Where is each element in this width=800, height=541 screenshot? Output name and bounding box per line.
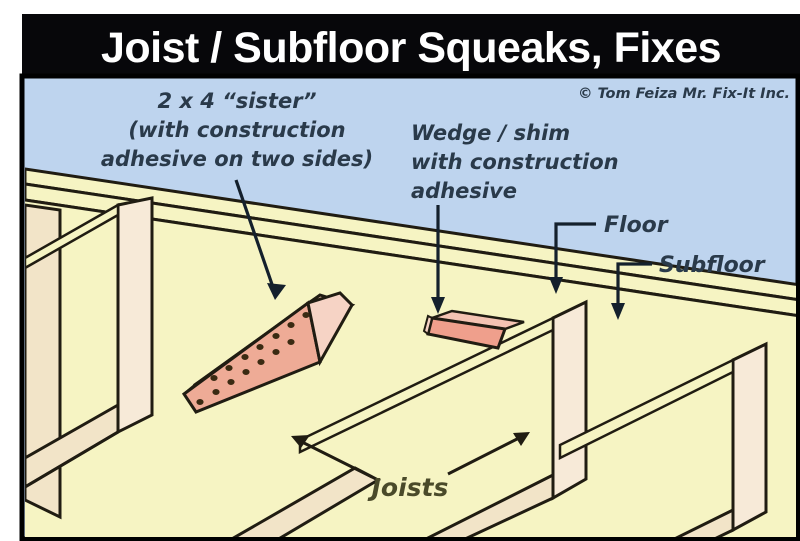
joists-leader-left [291, 435, 373, 479]
floor-layer [25, 167, 796, 301]
wedge-annotation-line-1: Wedge / shim [411, 121, 570, 145]
wedge-annotation-line-3: adhesive [411, 179, 517, 203]
subfloor-underside [25, 200, 796, 537]
subfloor-leader-line [611, 262, 652, 320]
wedge-annotation-line-2: with construction [411, 150, 619, 174]
floor-label: Floor [604, 213, 669, 238]
floor-leader-line [549, 222, 596, 294]
joist-lower-runs [25, 430, 382, 537]
sister-leader-line [234, 179, 286, 300]
subfloor-underside-edge [25, 198, 796, 317]
wedge-leader-line [431, 205, 445, 314]
joist-3 [298, 299, 588, 537]
illustration-frame [19, 73, 800, 541]
joists-label: Joists [367, 473, 449, 502]
sister-annotation-line-1: 2 x 4 “sister” [158, 89, 317, 113]
joist-4 [558, 341, 768, 537]
wedge-shim [422, 309, 525, 350]
joist-2 [25, 196, 154, 489]
sister-annotation-line-3: adhesive on two sides) [101, 147, 373, 171]
header-bar [22, 14, 800, 76]
copyright-text: © Tom Feiza Mr. Fix-It Inc. [578, 86, 790, 102]
wedge-annotation: Wedge / shim with construction adhesive [411, 121, 619, 203]
sister-annotation: 2 x 4 “sister” (with construction adhesi… [101, 89, 373, 171]
subfloor-layer [25, 182, 796, 317]
subfloor-label: Subfloor [659, 253, 766, 278]
joists-leader-right [447, 432, 530, 476]
sister-annotation-line-2: (with construction [128, 118, 345, 142]
sister-board [181, 291, 356, 414]
sister-nail-dots [196, 312, 310, 405]
joist-1 [25, 203, 62, 520]
page-title: Joist / Subfloor Squeaks, Fixes [101, 24, 721, 72]
